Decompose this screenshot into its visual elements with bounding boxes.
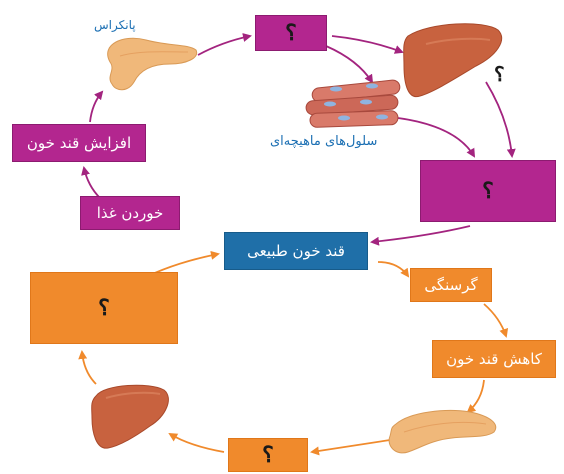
arrow-box-to-normal [370, 225, 471, 246]
arrow-question-to-muscle [325, 45, 374, 84]
arrow-increase-to-pancreas [89, 90, 104, 123]
arrow-liver-to-box [485, 81, 516, 158]
question-box-right: ؟ [420, 160, 556, 222]
arrow-pancreas-to-question [197, 33, 252, 56]
question-box-bottom: ؟ [228, 438, 308, 472]
arrow-question-to-liver-bottom [168, 432, 225, 453]
eating-food-box: خوردن غذا [80, 196, 180, 230]
liver-question-mark: ؟ [494, 62, 505, 86]
arrow-normal-to-hunger [377, 261, 410, 278]
question-box-left: ؟ [30, 272, 178, 344]
question-box-top: ؟ [255, 15, 327, 51]
pancreas-label: پانکراس [94, 18, 136, 32]
arrow-liver-to-question-left [78, 350, 97, 385]
pancreas-icon [107, 37, 198, 91]
arrow-pancreas-to-question-bottom [310, 439, 391, 456]
question-mark: ؟ [285, 20, 297, 46]
arrow-question-to-liver [331, 35, 404, 54]
hunger-box: گرسنگی [410, 268, 492, 302]
normal-blood-sugar-box: قند خون طبیعی [224, 232, 368, 270]
muscle-cells-icon [305, 79, 401, 128]
question-mark: ؟ [482, 178, 494, 204]
arrow-hunger-to-decrease [483, 303, 509, 338]
arrow-eating-to-increase [81, 166, 101, 199]
pancreas-icon [388, 410, 497, 454]
liver-icon [403, 23, 503, 98]
question-mark: ؟ [262, 442, 274, 468]
liver-icon [91, 384, 169, 449]
question-mark: ؟ [98, 295, 110, 321]
increase-blood-sugar-box: افزایش قند خون [12, 124, 146, 162]
arrow-muscle-to-box [397, 117, 476, 158]
muscle-cells-label: سلول‌های ماهیچه‌ای [270, 134, 378, 149]
decrease-blood-sugar-box: کاهش قند خون [432, 340, 556, 378]
arrow-decrease-to-pancreas [466, 379, 485, 414]
